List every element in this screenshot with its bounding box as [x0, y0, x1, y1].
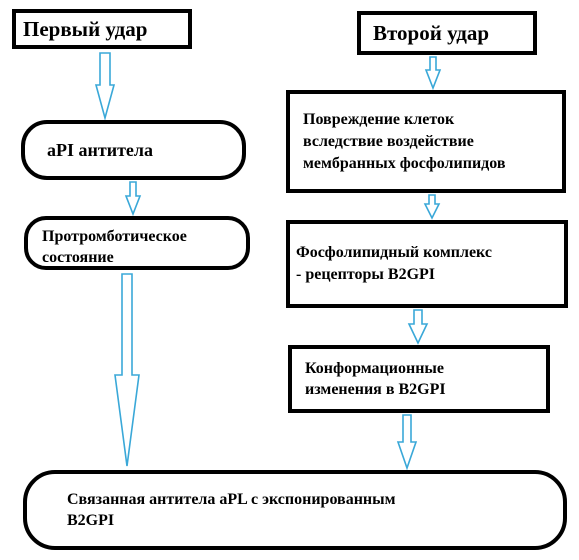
arrow-prothrombotic-to-bound [114, 273, 140, 467]
node-prothrombotic-state: Протромботическое состояние [24, 216, 250, 270]
arrow-api-to-prothrombotic [124, 181, 142, 217]
node-api-antibodies-label: aPI антитела [47, 139, 154, 160]
node-prothrombotic-line-2: состояние [42, 249, 114, 266]
node-cell-damage-line-1: Повреждение клеток [303, 110, 455, 128]
arrow-damage-to-complex [423, 194, 441, 220]
node-first-hit-label: Первый удар [23, 16, 148, 41]
node-bound-line-2: B2GPI [67, 512, 115, 529]
node-conformational-changes: Конформационные изменения в B2GPI [288, 345, 550, 413]
node-second-hit: Второй удар [357, 11, 537, 55]
node-bound-antibodies: Связанная антитела aPL с экспонированным… [23, 470, 567, 550]
node-first-hit: Первый удар [12, 9, 192, 49]
node-complex-line-1: Фосфолипидный комплекс [296, 244, 492, 261]
arrow-conform-to-bound [396, 414, 418, 471]
node-cell-damage: Повреждение клеток вследствие воздействи… [286, 90, 566, 193]
node-phospholipid-complex: Фосфолипидный комплекс - рецепторы B2GPI [286, 220, 568, 308]
node-bound-line-1: Связанная антитела aPL с экспонированным [67, 491, 396, 508]
arrow-first-to-api [94, 52, 116, 122]
node-second-hit-label: Второй удар [373, 20, 490, 45]
node-api-antibodies: aPI антитела [21, 120, 246, 180]
node-conform-line-2: изменения в B2GPI [305, 381, 446, 398]
node-cell-damage-line-2: вследствие воздействие [303, 132, 474, 150]
arrow-complex-to-conform [407, 309, 429, 345]
node-complex-line-2: - рецепторы B2GPI [296, 266, 436, 283]
node-cell-damage-line-3: мембранных фосфолипидов [303, 154, 506, 172]
node-prothrombotic-line-1: Протромботическое [42, 228, 187, 245]
arrow-second-to-damage [424, 56, 442, 91]
node-conform-line-1: Конформационные [305, 360, 445, 377]
